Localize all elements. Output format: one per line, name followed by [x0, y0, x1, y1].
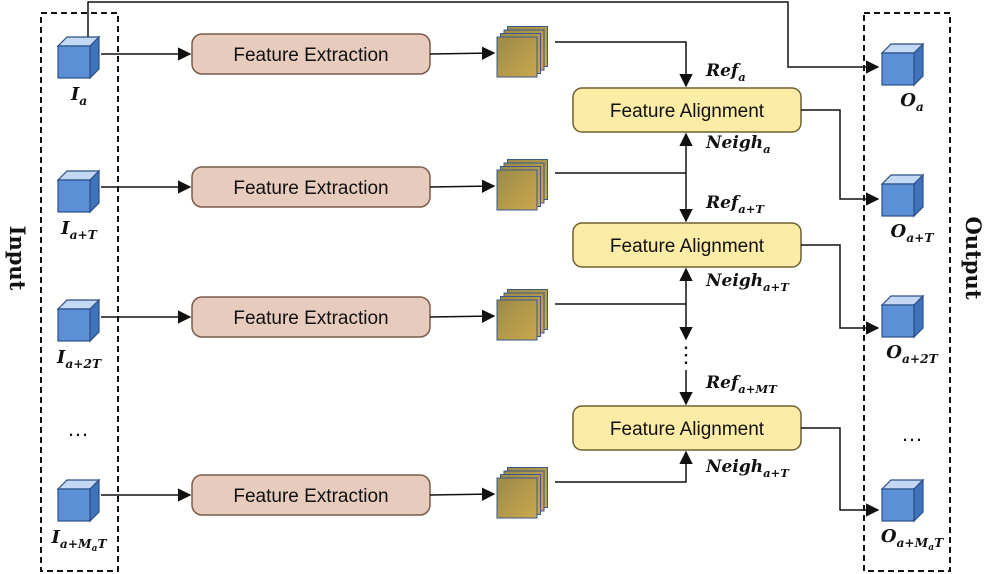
output-frame-cube-0	[880, 42, 925, 87]
reference-label-2: Refa+MT	[705, 373, 778, 396]
input-frame-label-2-sub: a+2T	[65, 357, 102, 371]
output-side-title: Output	[961, 217, 986, 300]
feature-extraction-label: Feature Extraction	[233, 486, 388, 507]
input-frame-label-3-subsub: a	[92, 544, 98, 554]
output-ellipsis: …	[901, 421, 923, 446]
input-side-title: Input	[5, 226, 30, 291]
input-frame-cube-0	[56, 35, 101, 80]
reference-label-2-sub: a+MT	[738, 382, 778, 396]
reference-label-1-base: Ref	[705, 193, 741, 213]
extraction-row-0: Feature Extraction	[101, 26, 548, 78]
neighbor-label-1-sub: a+T	[763, 280, 790, 294]
extraction-to-features-arrow	[429, 487, 496, 501]
input-frame-label-0: Ia	[70, 84, 87, 108]
reference-label-1-sub: a+T	[738, 202, 765, 216]
feature-alignment-label-2: Feature Alignment	[610, 419, 765, 440]
extraction-row-1: Feature Extraction	[101, 159, 548, 211]
input-frame-label-1-base: I	[60, 218, 70, 239]
reference-label-0-base: Ref	[705, 61, 741, 81]
input-frame-label-3: Ia+MaT	[50, 527, 107, 554]
input-frame-label-3-tail: T	[97, 537, 107, 551]
output-frame-cube-3	[880, 478, 925, 523]
alignment-to-output-2	[801, 244, 880, 335]
input-frame-label-1-sub: a+T	[70, 228, 98, 242]
feature-extraction-label: Feature Extraction	[233, 178, 388, 199]
neighbor-label-0-sub: a	[763, 142, 770, 156]
feature-alignment-label-0: Feature Alignment	[610, 101, 765, 122]
output-frame-label-0: Oa	[900, 90, 924, 114]
output-frame-cube-1	[880, 173, 925, 218]
output-frame-label-3-base: O	[881, 526, 897, 547]
output-frame-label-1: Oa+T	[891, 221, 935, 245]
output-frame-label-2: Oa+2T	[886, 342, 938, 366]
neighbor-label-1-base: Neigh	[705, 271, 763, 291]
reference-arrow-0	[555, 41, 693, 88]
extraction-to-features-arrow	[429, 309, 496, 323]
feature-map-stack-0	[496, 26, 548, 78]
neighbor-label-2-sub: a+T	[763, 466, 790, 480]
feature-extraction-label: Feature Extraction	[233, 308, 388, 329]
input-frame-label-2-base: I	[56, 347, 66, 368]
input-ellipsis: …	[67, 416, 89, 441]
alignment-to-output-3	[801, 427, 880, 517]
neighbor-label-2-base: Neigh	[705, 457, 763, 477]
input-group-box	[40, 12, 119, 572]
feature-alignment-label-1: Feature Alignment	[610, 236, 765, 257]
input-frame-cube-1	[56, 169, 101, 214]
input-frame-label-2: Ia+2T	[56, 347, 102, 371]
extraction-to-features-arrow	[429, 46, 496, 60]
feature-extraction-label: Feature Extraction	[233, 45, 388, 66]
input-frame-label-0-sub: a	[79, 94, 87, 108]
input-frame-cube-2	[56, 298, 101, 343]
feature-map-stack-2	[496, 289, 548, 341]
output-frame-cube-2	[880, 294, 925, 339]
output-frame-label-3-sub: a+M	[897, 536, 929, 550]
input-frame-label-3-sub: a+M	[60, 537, 92, 551]
output-frame-label-1-base: O	[891, 221, 907, 242]
input-frame-label-1: Ia+T	[60, 218, 98, 242]
extraction-row-2: Feature Extraction	[101, 289, 548, 341]
output-frame-label-0-base: O	[900, 90, 916, 111]
neighbor-label-1: Neigha+T	[705, 271, 790, 294]
alignment-to-output-1	[801, 109, 880, 206]
reference-label-1: Refa+T	[705, 193, 765, 216]
feature-map-stack-3	[496, 467, 548, 519]
neighbor-arrow-2	[555, 450, 693, 483]
feature-map-stack-1	[496, 159, 548, 211]
neighbor-label-2: Neigha+T	[705, 457, 790, 480]
reference-label-2-base: Ref	[705, 373, 741, 393]
output-frame-label-3-tail: T	[934, 536, 944, 550]
output-frame-label-2-base: O	[886, 342, 902, 363]
extraction-to-features-arrow	[429, 179, 496, 193]
output-frame-label-3: Oa+MaT	[881, 526, 944, 553]
neighbor-label-0: Neigha	[705, 133, 771, 156]
input-frame-cube-3	[56, 478, 101, 523]
neighbor-label-0-base: Neigh	[705, 133, 763, 153]
input-frame-label-0-base: I	[70, 84, 80, 105]
input-frame-label-3-base: I	[50, 527, 60, 548]
reference-label-0: Refa	[705, 61, 746, 84]
alignment-ellipsis: ⋮	[675, 342, 697, 367]
output-frame-label-0-sub: a	[916, 100, 924, 114]
skip-connection-arrow	[87, 1, 880, 74]
output-frame-label-2-sub: a+2T	[902, 352, 939, 366]
output-group-box	[863, 12, 951, 572]
output-frame-label-3-subsub: a	[928, 543, 934, 553]
reference-label-0-sub: a	[738, 70, 745, 84]
extraction-row-3: Feature Extraction	[101, 467, 548, 519]
output-frame-label-1-sub: a+T	[906, 231, 934, 245]
